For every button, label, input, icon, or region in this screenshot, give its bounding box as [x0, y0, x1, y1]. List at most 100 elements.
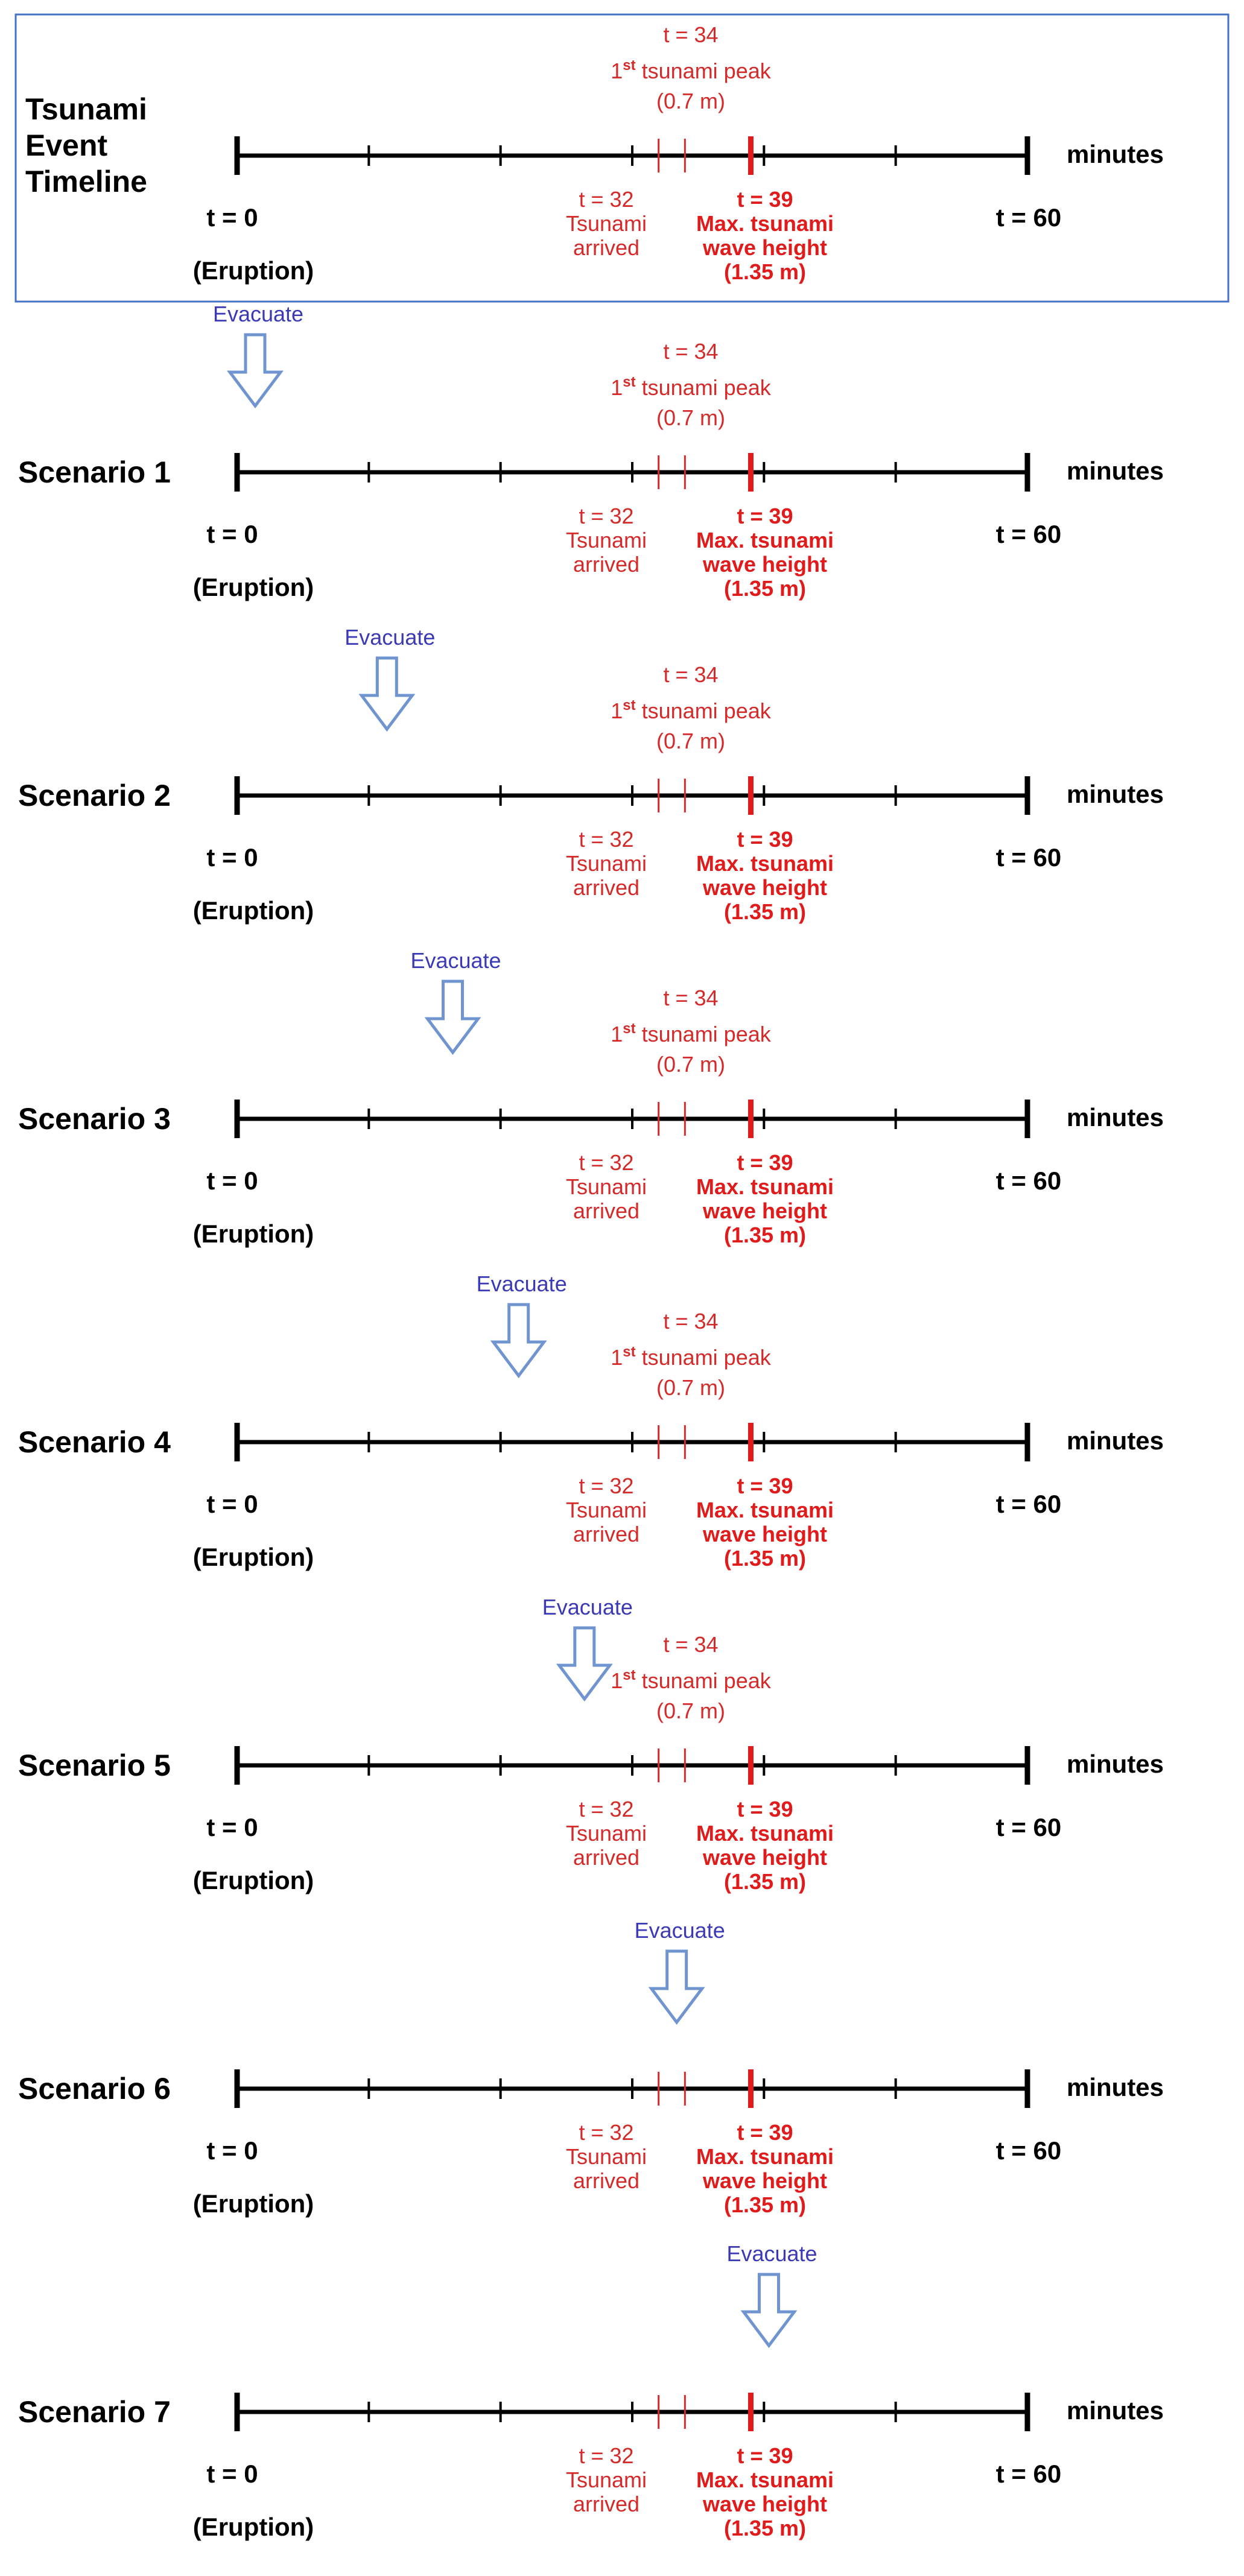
- max-label-line: wave height: [702, 552, 827, 577]
- first-peak-time-label: t = 34: [663, 986, 718, 1010]
- first-peak-time-label: t = 34: [663, 662, 718, 687]
- max-label-line: (1.35 m): [724, 1869, 806, 1894]
- eruption-label: (Eruption): [193, 2189, 314, 2218]
- eruption-label: (Eruption): [193, 2513, 314, 2541]
- arrival-time-label: t = 32: [579, 2120, 633, 2145]
- first-peak-number: 1: [611, 59, 623, 83]
- eruption-label: (Eruption): [193, 1866, 314, 1894]
- first-peak-word: tsunami peak: [636, 1022, 772, 1046]
- arrival-label-line: Tsunami: [566, 528, 647, 552]
- first-peak-time-label: t = 34: [663, 1632, 718, 1657]
- eruption-label: (Eruption): [193, 573, 314, 601]
- max-label-line: (1.35 m): [724, 576, 806, 601]
- event-timeline-frame: [14, 13, 1230, 303]
- arrival-time-label: t = 32: [579, 1473, 633, 1498]
- arrival-time-label: t = 32: [579, 2443, 633, 2468]
- first-peak-label: 1st tsunami peak: [611, 57, 771, 83]
- arrival-label-line: arrived: [573, 2492, 639, 2516]
- first-peak-label: 1st tsunami peak: [611, 1344, 771, 1370]
- evacuate-arrow-icon: [648, 1949, 705, 2025]
- start-time-label: t = 0: [206, 203, 258, 232]
- first-peak-word: tsunami peak: [636, 59, 772, 83]
- evacuate-arrow-icon: [227, 333, 284, 409]
- first-peak-label: 1st tsunami peak: [611, 697, 771, 723]
- evacuate-label: Evacuate: [726, 2241, 817, 2266]
- scenario-label: Scenario 3: [18, 1102, 171, 1136]
- axis-unit-label: minutes: [1067, 2396, 1164, 2425]
- max-label-line: (1.35 m): [724, 2192, 806, 2217]
- first-peak-ordinal-suffix: st: [623, 1021, 635, 1037]
- arrival-time-label: t = 32: [579, 827, 633, 852]
- axis-unit-label: minutes: [1067, 1750, 1164, 1778]
- first-peak-ordinal-suffix: st: [623, 1344, 635, 1360]
- evacuate-label: Evacuate: [410, 948, 501, 973]
- arrival-label-line: Tsunami: [566, 1821, 647, 1846]
- max-label-line: Max. tsunami: [696, 1174, 834, 1199]
- first-peak-label: 1st tsunami peak: [611, 1021, 771, 1046]
- axis-unit-label: minutes: [1067, 2073, 1164, 2101]
- evacuate-label: Evacuate: [477, 1271, 567, 1296]
- start-time-label: t = 0: [206, 2136, 258, 2165]
- first-peak-label: 1st tsunami peak: [611, 374, 771, 400]
- max-time-label: t = 39: [737, 827, 793, 852]
- scenario-label: Scenario 1: [18, 455, 171, 489]
- max-label-line: wave height: [702, 1845, 827, 1870]
- arrival-label-line: Tsunami: [566, 211, 647, 236]
- eruption-label: (Eruption): [193, 256, 314, 285]
- max-time-label: t = 39: [737, 2443, 793, 2468]
- end-time-label: t = 60: [996, 1490, 1062, 1518]
- eruption-label: (Eruption): [193, 1220, 314, 1248]
- arrival-time-label: t = 32: [579, 187, 633, 212]
- max-time-label: t = 39: [737, 504, 793, 528]
- end-time-label: t = 60: [996, 520, 1062, 548]
- first-peak-ordinal-suffix: st: [623, 697, 635, 714]
- max-label-line: wave height: [702, 235, 827, 260]
- end-time-label: t = 60: [996, 203, 1062, 232]
- first-peak-value: (0.7 m): [656, 1052, 725, 1077]
- first-peak-ordinal-suffix: st: [623, 57, 635, 74]
- first-peak-label: 1st tsunami peak: [611, 1667, 771, 1693]
- arrival-label-line: arrived: [573, 1198, 639, 1223]
- arrival-label-line: Tsunami: [566, 2144, 647, 2169]
- first-peak-number: 1: [611, 375, 623, 400]
- max-label-line: (1.35 m): [724, 2516, 806, 2540]
- arrival-label-line: Tsunami: [566, 1498, 647, 1522]
- first-peak-number: 1: [611, 1345, 623, 1370]
- start-time-label: t = 0: [206, 1490, 258, 1518]
- evacuate-arrow-icon: [490, 1303, 547, 1379]
- first-peak-number: 1: [611, 1022, 623, 1046]
- arrival-label-line: arrived: [573, 552, 639, 577]
- arrival-label-line: arrived: [573, 1845, 639, 1870]
- first-peak-number: 1: [611, 698, 623, 723]
- arrival-time-label: t = 32: [579, 1150, 633, 1175]
- arrival-label-line: Tsunami: [566, 1174, 647, 1199]
- arrival-label-line: arrived: [573, 235, 639, 260]
- first-peak-word: tsunami peak: [636, 1345, 772, 1370]
- max-label-line: wave height: [702, 2492, 827, 2516]
- start-time-label: t = 0: [206, 2460, 258, 2488]
- eruption-label: (Eruption): [193, 1543, 314, 1571]
- max-time-label: t = 39: [737, 1473, 793, 1498]
- max-label-line: Max. tsunami: [696, 1821, 834, 1846]
- end-time-label: t = 60: [996, 843, 1062, 872]
- evacuate-arrow-icon: [556, 1626, 613, 1702]
- evacuate-arrow-icon: [740, 2273, 798, 2349]
- event-timeline-title: Timeline: [25, 165, 147, 198]
- start-time-label: t = 0: [206, 1166, 258, 1195]
- arrival-label-line: arrived: [573, 875, 639, 900]
- arrival-time-label: t = 32: [579, 1797, 633, 1821]
- scenario-label: Scenario 7: [18, 2395, 171, 2429]
- start-time-label: t = 0: [206, 843, 258, 872]
- first-peak-value: (0.7 m): [656, 1375, 725, 1400]
- end-time-label: t = 60: [996, 1813, 1062, 1841]
- max-label-line: Max. tsunami: [696, 528, 834, 552]
- scenario-label: Scenario 4: [18, 1425, 171, 1459]
